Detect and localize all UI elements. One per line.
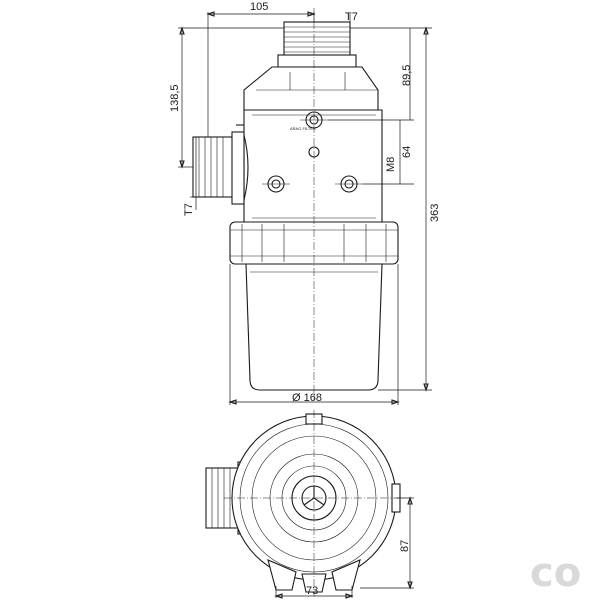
bolt-right [335, 175, 363, 193]
dim-138-label: 138,5 [169, 84, 181, 112]
dim-top-thread-label: T7 [345, 11, 358, 23]
dim-168-label: Ø 168 [292, 392, 322, 404]
side-view: ARAG FILTER [192, 8, 399, 400]
bolt-left [262, 175, 290, 193]
side-inlet [192, 124, 249, 205]
brand-logo: co [530, 550, 581, 596]
head-label-text: ARAG FILTER [290, 126, 316, 131]
dimension-lines [178, 11, 432, 405]
dim-side-thread-label: T7 [183, 203, 195, 216]
top-threaded-neck [277, 21, 357, 68]
filter-head [243, 66, 383, 223]
top-view [205, 410, 404, 596]
dim-105-label: 105 [250, 1, 268, 13]
dim-73-label: 73 [306, 585, 318, 597]
dim-87-label: 87 [399, 540, 411, 552]
dim-64-label: 64 [401, 146, 413, 158]
dim-89-label: 89,5 [401, 65, 413, 86]
dim-363-label: 363 [429, 204, 441, 222]
top-view-dimensions [274, 496, 414, 599]
dim-m8-label: M8 [385, 157, 397, 172]
